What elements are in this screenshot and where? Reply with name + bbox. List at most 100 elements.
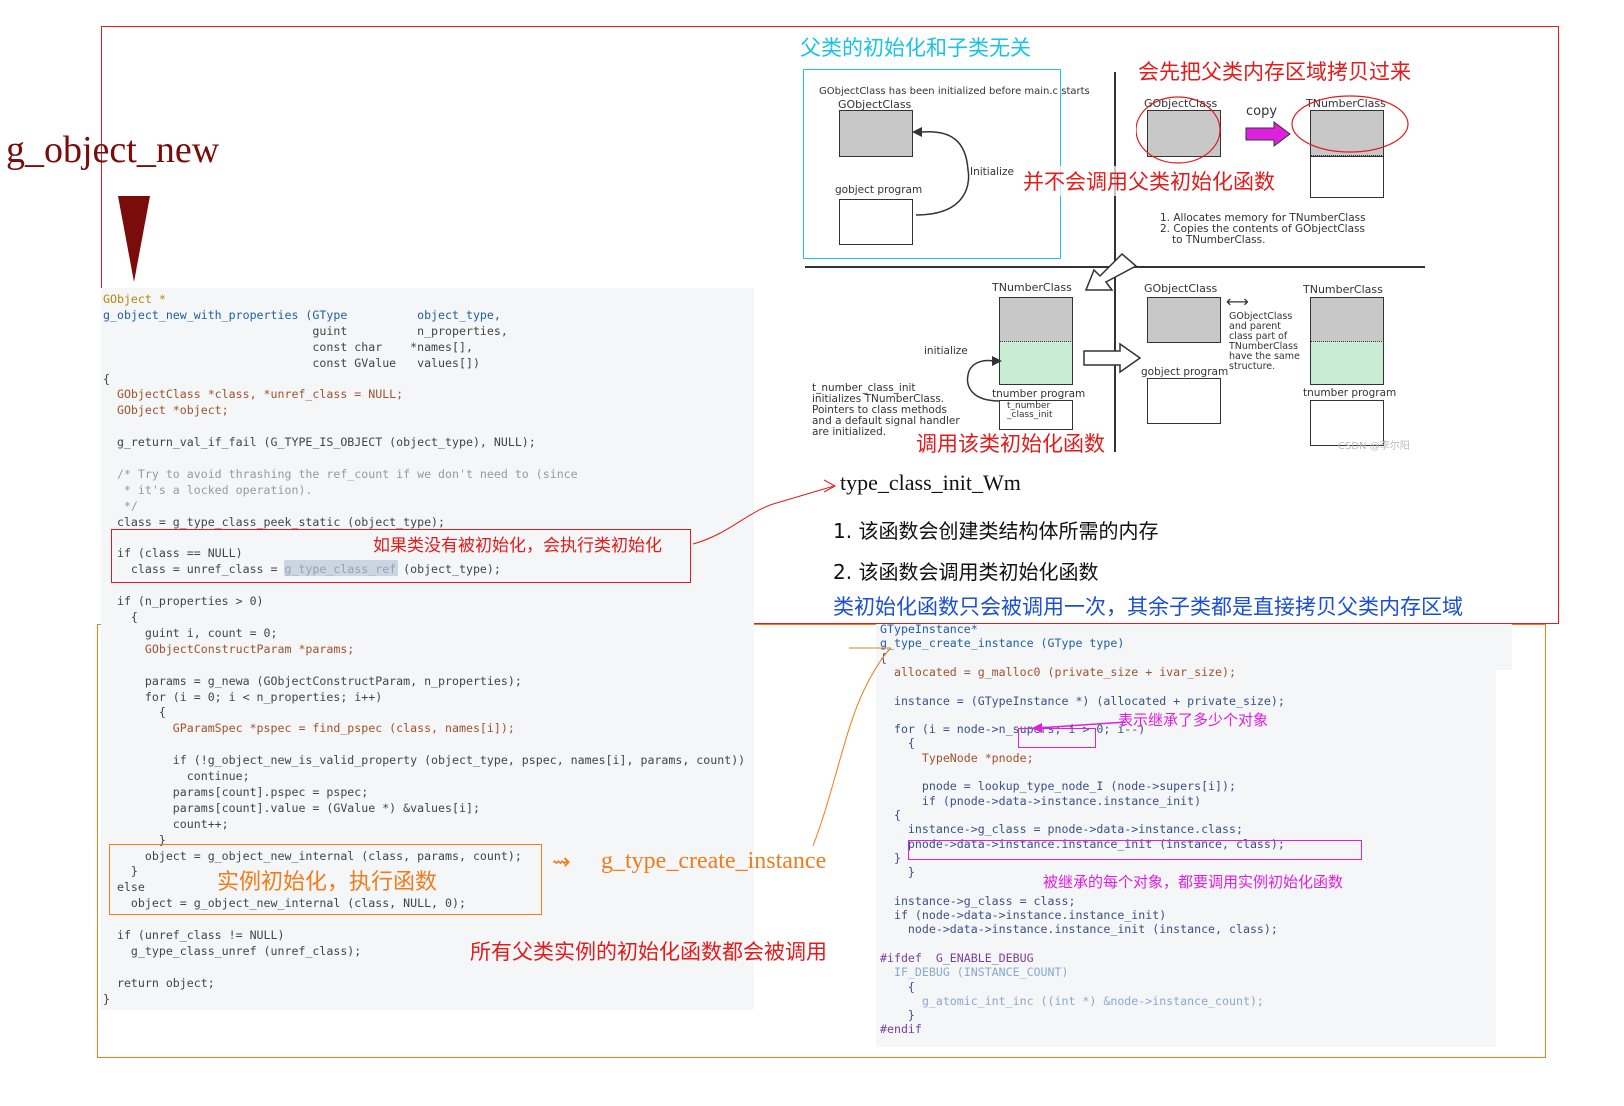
gobject-program-label-1: gobject program bbox=[835, 184, 923, 196]
right-code-line: if (pnode->data->instance.instance_init) bbox=[880, 793, 1202, 808]
gobjectclass-box-2 bbox=[1147, 110, 1221, 157]
tnumberclass-label-3: TNumberClass bbox=[1303, 283, 1383, 296]
left-code-line: /* Try to avoid thrashing the ref_count … bbox=[103, 466, 578, 481]
left-code-line: } bbox=[103, 832, 166, 847]
same-struct-6: structure. bbox=[1229, 361, 1276, 372]
arrow-to-create-instance: ⇝ bbox=[552, 850, 571, 875]
left-code-line: if (unref_class != NULL) bbox=[103, 928, 285, 942]
orange-connector-curve bbox=[812, 647, 892, 847]
bottom-orange-frame bbox=[97, 624, 1546, 1058]
right-code-panel bbox=[876, 670, 1496, 1047]
each-inherited-note: 被继承的每个对象，都要调用实例初始化函数 bbox=[1043, 873, 1344, 891]
watermark: CSDN @李尔阳 bbox=[1338, 441, 1410, 452]
left-code-line: params[count].value = (GValue *) &values… bbox=[103, 800, 480, 815]
left-code-line: const char *names[], bbox=[103, 339, 473, 354]
right-code-line: } bbox=[880, 1008, 915, 1023]
gobjectclass-label-1: GObjectClass bbox=[838, 98, 912, 111]
right-arrow-icon bbox=[1083, 342, 1142, 374]
tnumberclass-box-2-bottom bbox=[999, 341, 1073, 385]
n-supers-box bbox=[1018, 728, 1096, 748]
right-code-line: node->data->instance.instance_init (inst… bbox=[880, 922, 1278, 937]
left-code-line: g_object_new_with_properties (GType obje… bbox=[103, 307, 501, 322]
left-code-line: if (!g_object_new_is_valid_property (obj… bbox=[103, 753, 746, 768]
diagonal-arrow-icon bbox=[1084, 252, 1138, 291]
left-code-line: { bbox=[103, 705, 166, 720]
right-code-line: instance = (GTypeInstance *) (allocated … bbox=[880, 693, 1285, 708]
t-number-desc5: are initialized. bbox=[812, 426, 887, 438]
left-code-line: else bbox=[103, 880, 145, 895]
right-code-line: g_atomic_int_inc ((int *) &node->instanc… bbox=[880, 993, 1264, 1008]
copy-label: copy bbox=[1246, 104, 1278, 119]
g-type-create-instance-label: g_type_create_instance bbox=[601, 848, 827, 874]
gobject-program-label-2: gobject program bbox=[1141, 366, 1229, 378]
left-code-line: for (i = 0; i < n_properties; i++) bbox=[103, 689, 383, 704]
right-code-line: GTypeInstance* bbox=[880, 622, 978, 636]
all-parent-called-note: 所有父类实例的初始化函数都会被调用 bbox=[470, 940, 827, 964]
tnumberclass-box-2-top bbox=[999, 297, 1073, 343]
left-code-line: guint n_properties, bbox=[103, 323, 508, 338]
tnumber-program-box-2 bbox=[1310, 400, 1384, 446]
left-code-line: GObject * bbox=[103, 292, 166, 306]
right-code-line: { bbox=[880, 807, 901, 822]
cyan-box bbox=[803, 69, 1061, 259]
same-struct-1: GObjectClass bbox=[1229, 311, 1293, 322]
gobjectclass-label-3: GObjectClass bbox=[1144, 282, 1218, 295]
same-struct-3: class part of bbox=[1229, 331, 1288, 342]
right-code-line: allocated = g_malloc0 (private_size + iv… bbox=[880, 664, 1236, 679]
left-code-line: g_return_val_if_fail (G_TYPE_IS_OBJECT (… bbox=[103, 435, 536, 450]
left-code-line: if (class == NULL) bbox=[103, 546, 243, 561]
tnumber-program-label-2: tnumber program bbox=[1303, 387, 1397, 399]
gobject-program-box-1 bbox=[839, 199, 913, 245]
left-code-line: GObject *object; bbox=[103, 403, 229, 418]
instance-init-call-box bbox=[908, 840, 1362, 860]
same-struct-4: TNumberClass bbox=[1229, 341, 1298, 352]
t-number-class-init-box-text2: _class_init bbox=[1007, 410, 1053, 420]
left-code-line: } bbox=[103, 864, 138, 879]
right-code-line: { bbox=[880, 736, 915, 751]
left-code-line: GObjectConstructParam *params; bbox=[103, 641, 355, 656]
gobjectclass-box-3 bbox=[1147, 297, 1221, 343]
left-title: g_object_new bbox=[6, 129, 220, 171]
inherit-count-note: 表示继承了多少个对象 bbox=[1118, 711, 1269, 729]
top-cyan-title: 父类的初始化和子类无关 bbox=[800, 36, 1031, 60]
g-type-class-ref-highlight bbox=[284, 560, 398, 576]
left-code-line: * it's a locked operation). bbox=[103, 482, 313, 497]
right-code-line: pnode = lookup_type_node_I (node->supers… bbox=[880, 779, 1236, 794]
t-number-class-init-box bbox=[999, 400, 1073, 430]
tnumberclass-box-3-bottom bbox=[1310, 341, 1384, 385]
left-code-line: count++; bbox=[103, 816, 229, 831]
tnumberclass-label-2: TNumberClass bbox=[992, 281, 1072, 294]
gobjectclass-box-1 bbox=[839, 110, 913, 157]
red-circle-marks bbox=[1136, 95, 1409, 164]
left-code-line: { bbox=[103, 371, 110, 386]
left-code-line: object = g_object_new_internal (class, p… bbox=[103, 848, 522, 863]
double-arrow-icon: ⟷ bbox=[1226, 292, 1249, 311]
instance-init-exec-note: 实例初始化，执行函数 bbox=[217, 870, 438, 895]
right-code-line: #ifdef G_ENABLE_DEBUG bbox=[880, 950, 1034, 965]
left-code-line: return object; bbox=[103, 975, 215, 990]
right-code-line: } bbox=[880, 865, 915, 880]
right-code-line: instance->g_class = class; bbox=[880, 893, 1076, 908]
tnumberclass-box-3-top bbox=[1310, 297, 1384, 343]
tnumber-program-label-1: tnumber program bbox=[992, 388, 1086, 400]
left-code-line: class = g_type_class_peek_static (object… bbox=[103, 514, 446, 529]
if-not-init-note: 如果类没有被初始化，会执行类初始化 bbox=[371, 531, 664, 556]
class-init-highlight-box bbox=[111, 529, 691, 583]
magenta-arrow-icon bbox=[1032, 721, 1127, 733]
right-code-line: } bbox=[880, 850, 901, 865]
gobject-program-box-2 bbox=[1147, 378, 1221, 424]
left-code-panel bbox=[101, 288, 754, 1010]
point-1: 1. 该函数会创建类结构体所需的内存 bbox=[833, 519, 1159, 543]
top-left-caption: GObjectClass has been initialized before… bbox=[819, 86, 1090, 97]
step2b-text: to TNumberClass. bbox=[1172, 234, 1266, 246]
right-code-line: instance->g_class = pnode->data->instanc… bbox=[880, 822, 1243, 837]
right-code-line: if (node->data->instance.instance_init) bbox=[880, 908, 1167, 922]
left-code-line: object = g_object_new_internal (class, N… bbox=[103, 896, 466, 911]
tnumberclass-label-1: TNumberClass bbox=[1306, 97, 1386, 110]
point-2: 2. 该函数会调用类初始化函数 bbox=[833, 560, 1099, 584]
left-code-line: guint i, count = 0; bbox=[103, 625, 278, 640]
left-code-line: GObjectClass *class, *unref_class = NULL… bbox=[103, 387, 404, 402]
t-number-desc1: t_number_class_init bbox=[812, 382, 916, 394]
right-code-line: for (i = node->n_supers; i > 0; i--) bbox=[880, 722, 1146, 737]
t-number-desc3: Pointers to class methods bbox=[812, 404, 947, 416]
